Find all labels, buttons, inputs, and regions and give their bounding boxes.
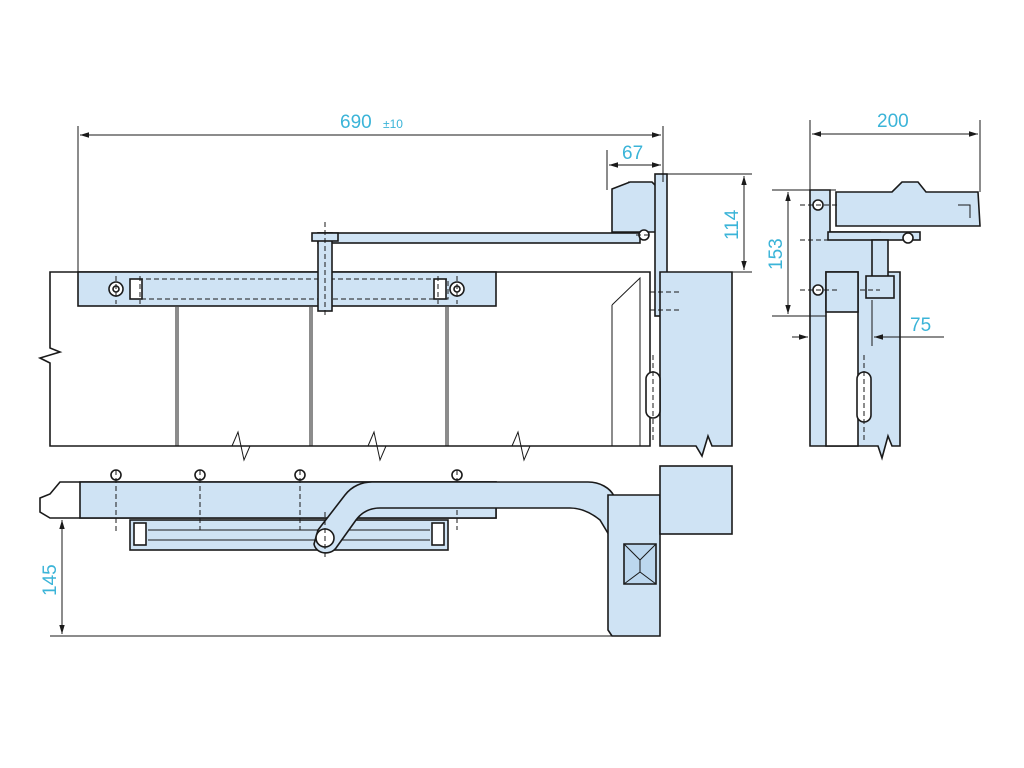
dimension-tolerance: ±10 [383,117,403,131]
dimension-label: 153 [766,238,787,270]
dimension-label: 145 [40,564,61,596]
dimension-label: 75 [910,315,931,336]
extension-line [809,120,981,192]
dimension-label: 200 [877,111,909,132]
plan-closer-body [129,519,449,551]
break-mark [231,430,251,462]
front-view [37,173,733,462]
closer-arm [317,232,641,244]
side-closer-body [835,181,981,227]
closer-bracket [611,181,661,233]
closer-end-cap [129,278,143,300]
dimension-label: 67 [622,143,643,164]
dimension-side-offset: 75 [792,300,944,346]
side-rail [825,271,859,313]
dimension-label: 114 [722,209,743,240]
door-bevel [611,276,641,446]
extension-line [50,517,612,637]
side-pivot-cap [865,275,895,299]
top-rail [77,271,497,307]
door-panel [37,271,651,447]
break-mark [511,430,531,462]
fixing-hidden [650,291,680,311]
dimension-label: 690 [340,112,372,133]
side-view [800,181,981,461]
plan-closer-line [148,529,430,541]
plan-closer-cap [133,522,147,546]
closer-detail [958,204,971,218]
plan-view [39,465,733,637]
dimension-side-width: 200 [809,111,981,192]
dimension-overall-length: 690 ±10 [77,112,664,272]
side-pivot [871,239,889,281]
extension-line [667,173,752,273]
panel-line [309,307,313,446]
panel-line [175,307,179,446]
extension-line [809,300,873,346]
closer-end-cap [433,278,447,300]
frame-block [659,271,733,458]
plan-frame-block [659,465,733,535]
plan-socket-detail [623,543,657,585]
dimension-offset-top: 67 [606,143,661,190]
screw-icon [902,232,914,244]
dimension-bottom-height: 145 [40,517,612,637]
extension-line [77,126,664,272]
dimension-height-front: 114 [667,173,752,273]
dimension-side-height: 153 [766,189,836,317]
plan-screws [110,469,463,532]
screw-centerline [800,204,880,291]
plan-closer-cap [431,522,445,546]
plan-arm [313,481,615,554]
extension-line [772,189,836,317]
panel-line [445,307,449,446]
break-mark [367,430,387,462]
